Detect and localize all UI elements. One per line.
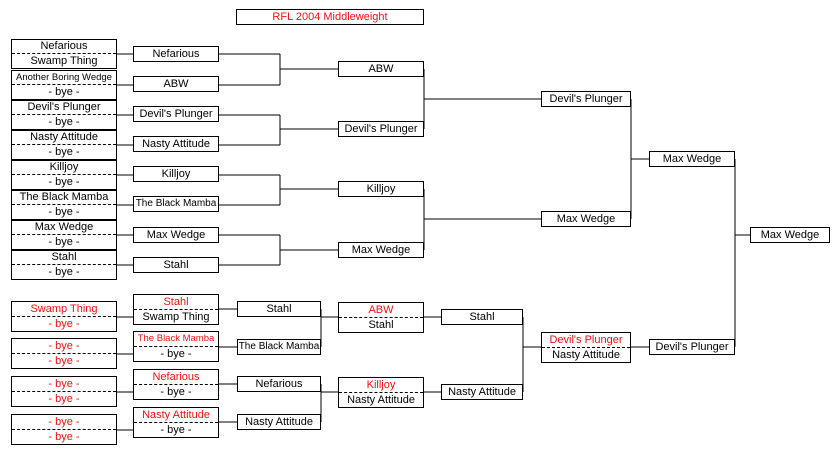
upper-r1-slot-6: The Black Mamba xyxy=(133,196,219,212)
entrant-name: The Black Mamba xyxy=(12,191,116,205)
lower-r1-pair-2: The Black Mamba - bye - xyxy=(133,331,219,362)
competitor-name: The Black Mamba xyxy=(134,332,218,347)
upper-r1-slot-4: Nasty Attitude xyxy=(133,136,219,152)
competitor-name: Stahl xyxy=(134,295,218,310)
entrant-name: - bye - xyxy=(48,205,80,218)
upper-r2-slot-3: Killjoy xyxy=(338,181,424,197)
competitor-name: - bye - xyxy=(160,423,192,436)
competitor-name: ABW xyxy=(339,303,423,318)
competitor-name: Nasty Attitude xyxy=(134,408,218,423)
entrant-name: Stahl xyxy=(12,251,116,265)
lower-entrant-pair-2: - bye - - bye - xyxy=(11,338,117,369)
upper-entrant-pair-3: Devil's Plunger - bye - xyxy=(11,100,117,130)
upper-r1-slot-1: Nefarious xyxy=(133,46,219,62)
entrant-name: - bye - xyxy=(48,85,80,98)
upper-r1-slot-5: Killjoy xyxy=(133,166,219,182)
upper-r1-slot-3: Devil's Plunger xyxy=(133,106,219,122)
lower-r1-pair-3: Nefarious - bye - xyxy=(133,369,219,400)
upper-r1-slot-8: Stahl xyxy=(133,257,219,273)
competitor-name: Swamp Thing xyxy=(142,310,210,323)
upper-r3-slot-1: Devil's Plunger xyxy=(541,91,631,107)
entrant-name: Swamp Thing xyxy=(12,302,116,317)
lower-r1-pair-1: Stahl Swamp Thing xyxy=(133,294,219,325)
entrant-name: - bye - xyxy=(48,145,80,158)
upper-final-slot: Max Wedge xyxy=(649,151,735,167)
lower-final-slot: Devil's Plunger xyxy=(649,339,735,355)
entrant-name: - bye - xyxy=(48,430,80,443)
entrant-name: - bye - xyxy=(48,265,80,278)
lower-r1-pair-4: Nasty Attitude - bye - xyxy=(133,407,219,438)
lower-entrant-pair-1: Swamp Thing - bye - xyxy=(11,301,117,332)
bracket-title: RFL 2004 Middleweight xyxy=(236,9,424,25)
entrant-name: - bye - xyxy=(48,392,80,405)
entrant-name: - bye - xyxy=(48,317,80,330)
upper-entrant-pair-4: Nasty Attitude - bye - xyxy=(11,130,117,160)
competitor-name: - bye - xyxy=(160,385,192,398)
lower-r2-slot-3: Nefarious xyxy=(237,376,321,392)
competitor-name: - bye - xyxy=(160,347,192,360)
lower-r4-slot-1: Stahl xyxy=(441,309,523,325)
lower-r2-slot-1: Stahl xyxy=(237,301,321,317)
upper-entrant-pair-1: Nefarious Swamp Thing xyxy=(11,39,117,69)
entrant-name: Another Boring Wedge xyxy=(12,71,116,85)
entrant-name: - bye - xyxy=(48,175,80,188)
competitor-name: Devil's Plunger xyxy=(542,333,630,348)
entrant-name: - bye - xyxy=(48,115,80,128)
competitor-name: Nasty Attitude xyxy=(552,348,620,361)
entrant-name: - bye - xyxy=(48,235,80,248)
lower-r2-slot-2: The Black Mamba xyxy=(237,339,321,355)
lower-entrant-pair-3: - bye - - bye - xyxy=(11,376,117,407)
competitor-name: Killjoy xyxy=(339,378,423,393)
competitor-name: Nasty Attitude xyxy=(347,393,415,406)
entrant-name: - bye - xyxy=(12,339,116,354)
upper-entrant-pair-7: Max Wedge - bye - xyxy=(11,220,117,250)
upper-r1-slot-2: ABW xyxy=(133,76,219,92)
upper-entrant-pair-5: Killjoy - bye - xyxy=(11,160,117,190)
competitor-name: Stahl xyxy=(368,318,394,331)
entrant-name: - bye - xyxy=(12,377,116,392)
lower-r2-slot-4: Nasty Attitude xyxy=(237,414,321,430)
lower-r5-pair: Devil's Plunger Nasty Attitude xyxy=(541,332,631,363)
entrant-name: - bye - xyxy=(12,415,116,430)
upper-entrant-pair-2: Another Boring Wedge - bye - xyxy=(11,70,117,100)
entrant-name: Nasty Attitude xyxy=(12,131,116,145)
competitor-name: Nefarious xyxy=(134,370,218,385)
entrant-name: - bye - xyxy=(48,354,80,367)
upper-r1-slot-7: Max Wedge xyxy=(133,227,219,243)
upper-r2-slot-2: Devil's Plunger xyxy=(338,121,424,137)
upper-r2-slot-1: ABW xyxy=(338,61,424,77)
upper-r3-slot-2: Max Wedge xyxy=(541,211,631,227)
lower-entrant-pair-4: - bye - - bye - xyxy=(11,414,117,445)
entrant-name: Max Wedge xyxy=(12,221,116,235)
upper-r2-slot-4: Max Wedge xyxy=(338,242,424,258)
upper-entrant-pair-6: The Black Mamba - bye - xyxy=(11,190,117,220)
lower-r3-pair-2: Killjoy Nasty Attitude xyxy=(338,377,424,408)
lower-r4-slot-2: Nasty Attitude xyxy=(441,384,523,400)
entrant-name: Nefarious xyxy=(12,40,116,54)
lower-r3-pair-1: ABW Stahl xyxy=(338,302,424,333)
entrant-name: Killjoy xyxy=(12,161,116,175)
upper-entrant-pair-8: Stahl - bye - xyxy=(11,250,117,280)
champion-slot: Max Wedge xyxy=(750,227,830,243)
entrant-name: Devil's Plunger xyxy=(12,101,116,115)
entrant-name: Swamp Thing xyxy=(30,54,98,67)
